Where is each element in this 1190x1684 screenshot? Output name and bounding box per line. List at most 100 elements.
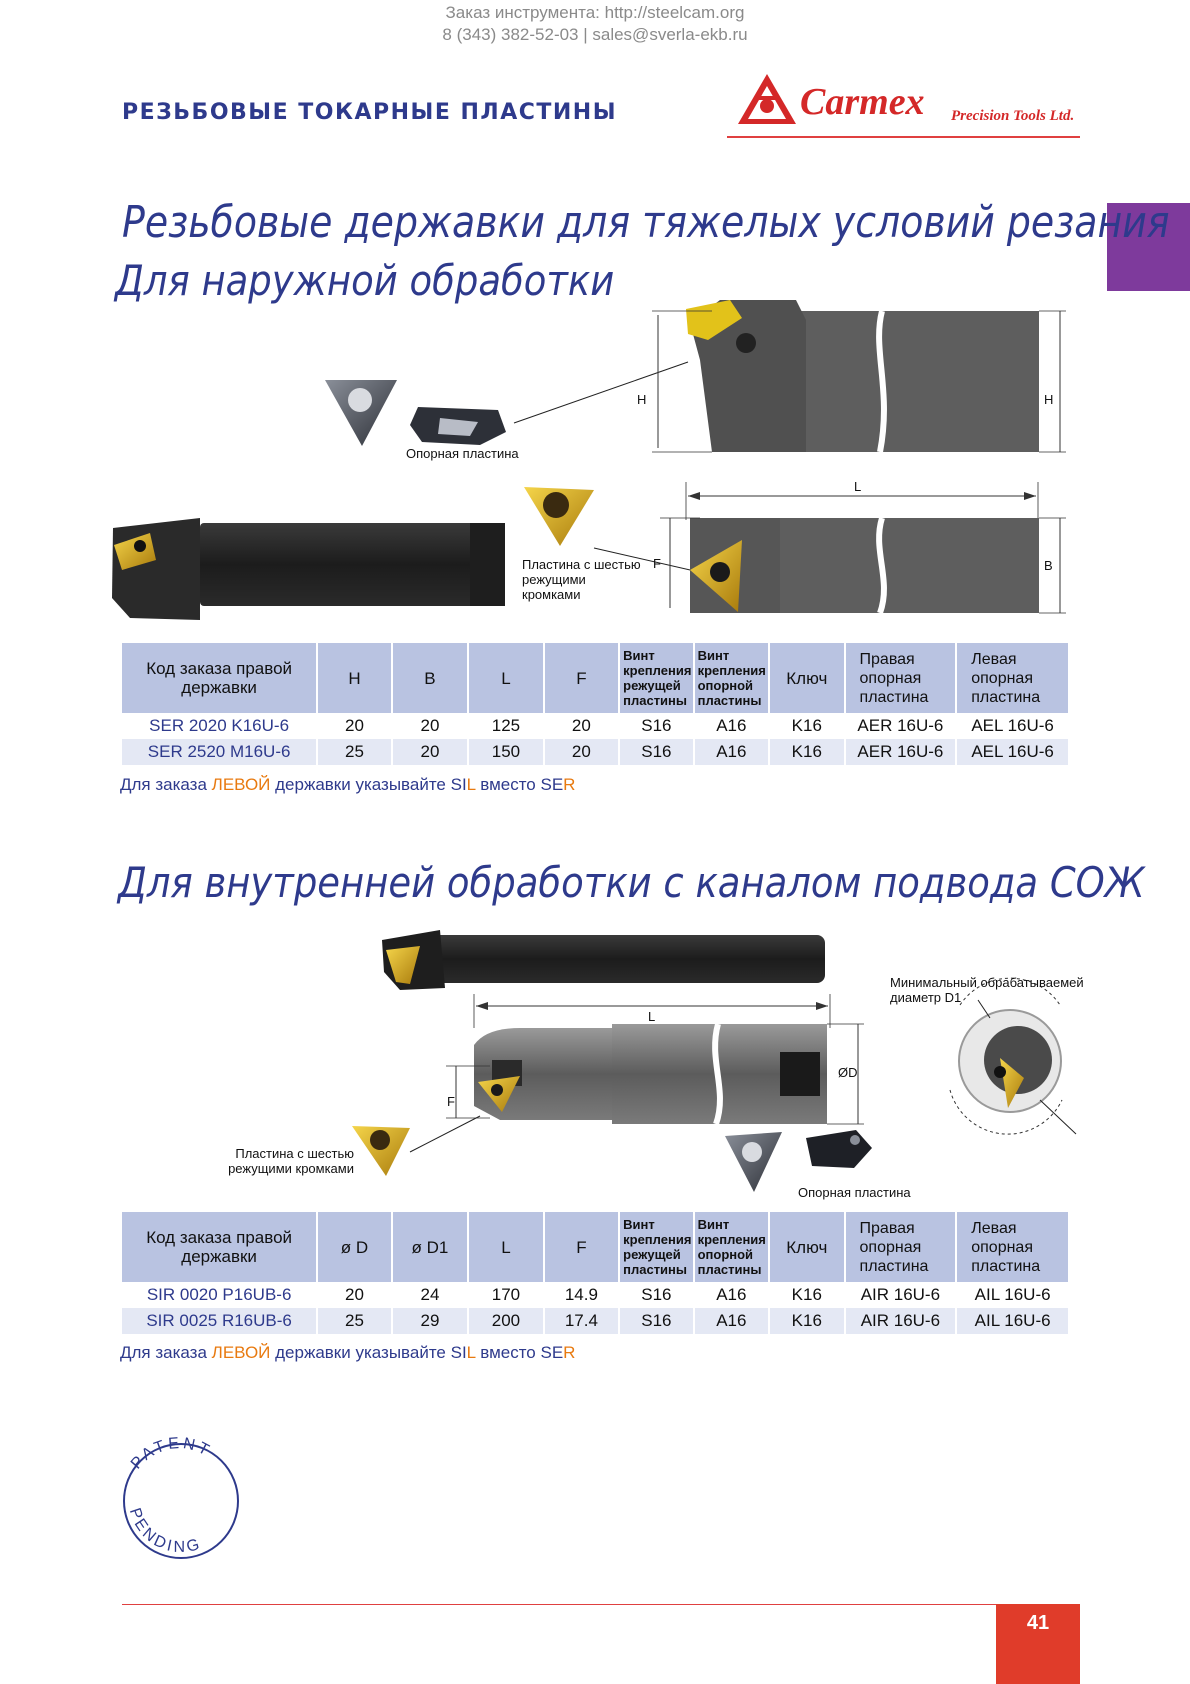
col-b: B [390, 643, 469, 713]
note-left-word: ЛЕВОЙ [211, 1343, 271, 1362]
contact-phone-email-line[interactable]: 8 (343) 382-52-03 | sales@sverla-ekb.ru [442, 25, 748, 44]
cell: AEL 16U-6 [955, 713, 1068, 739]
cell: 24 [390, 1282, 469, 1308]
col-insert-screw: Винт крепления режущей пластины [618, 1212, 694, 1282]
svg-text:PATENT: PATENT [128, 1435, 214, 1473]
svg-text:PENDING: PENDING [126, 1506, 204, 1556]
cell: 20 [316, 713, 392, 739]
support-plate-photo-internal [725, 1130, 872, 1192]
cell-order-code: SIR 0025 R16UB-6 [122, 1308, 318, 1334]
col-key: Ключ [768, 1212, 845, 1282]
cell: AER 16U-6 [843, 739, 957, 765]
internal-bar-drawing [446, 994, 864, 1125]
label-insert-six-internal: Пластина с шестью режущими кромками [228, 1146, 354, 1176]
insert-six-edges-photo-internal [352, 1126, 410, 1176]
col-insert-screw: Винт крепления режущей пластины [618, 643, 694, 713]
cell: 20 [542, 713, 620, 739]
note-letter-l: L [466, 1343, 476, 1362]
footer-rule [122, 1604, 996, 1605]
label-support-plate: Опорная пластина [406, 446, 519, 461]
cell: 20 [390, 739, 469, 765]
cell: 20 [542, 739, 620, 765]
cell: 170 [467, 1282, 544, 1308]
col-key: Ключ [768, 643, 845, 713]
label-support-plate-internal: Опорная пластина [798, 1185, 911, 1200]
col-d: ø D [316, 1212, 392, 1282]
cell: AIL 16U-6 [955, 1308, 1068, 1334]
cell-order-code: SER 2020 K16U-6 [122, 713, 318, 739]
label-min-diameter: Минимальный обрабатываемей диаметр D1 [890, 975, 1084, 1005]
note-part: Для заказа [120, 1343, 212, 1362]
col-f: F [542, 1212, 620, 1282]
cell-order-code: SIR 0020 P16UB-6 [122, 1282, 318, 1308]
note-part: вместо SE [475, 1343, 564, 1362]
external-section-title: Для наружной обработки [115, 256, 615, 305]
cell: 29 [390, 1308, 469, 1334]
col-h: H [316, 643, 392, 713]
min-diameter-detail [949, 977, 1077, 1135]
carmex-triangle-icon [738, 74, 796, 124]
dim-f: F [653, 556, 661, 571]
col-l: L [467, 1212, 544, 1282]
contact-order-line[interactable]: Заказ инструмента: http://steelcam.org [445, 3, 745, 22]
label-insert-six: Пластина с шестью режущими кромками [522, 557, 641, 602]
cell: 125 [467, 713, 544, 739]
dim-l: L [854, 479, 862, 494]
cell: A16 [692, 713, 770, 739]
cell: S16 [618, 713, 694, 739]
page-number-box [996, 1604, 1080, 1684]
cell: A16 [692, 1282, 770, 1308]
cell: 150 [467, 739, 544, 765]
col-right-support: Правая опорная пластина [843, 643, 957, 713]
section-label: РЕЗЬБОВЫЕ ТОКАРНЫЕ ПЛАСТИНЫ [122, 100, 617, 125]
cell: S16 [618, 739, 694, 765]
insert-six-edges-photo [524, 487, 594, 546]
note-part: державки указывайте SI [270, 775, 467, 794]
header-rule [727, 136, 1080, 138]
page-title: Резьбовые державки для тяжелых условий р… [122, 197, 1170, 248]
col-support-screw: Винт крепления опорной пластины [692, 643, 770, 713]
support-plate-photo-grey [325, 380, 506, 446]
cell: A16 [692, 739, 770, 765]
section-color-tab [1107, 203, 1190, 291]
cell: S16 [618, 1308, 694, 1334]
holder-drawing-side [652, 300, 1066, 453]
internal-section-title: Для внутренней обработки с каналом подво… [118, 858, 1145, 907]
cell: 25 [316, 1308, 392, 1334]
col-left-support: Левая опорная пластина [955, 1212, 1068, 1282]
internal-bar-photo [382, 930, 825, 990]
page-number: 41 [1026, 1612, 1050, 1634]
col-d1: ø D1 [390, 1212, 469, 1282]
note-letter-l: L [466, 775, 476, 794]
cell: AEL 16U-6 [955, 739, 1068, 765]
cell: 200 [467, 1308, 544, 1334]
cell: 20 [316, 1282, 392, 1308]
carmex-logo: Carmex Precision Tools Ltd. [734, 70, 1084, 130]
table-header-row: Код заказа правой державки H B L F Винт … [122, 643, 1068, 713]
left-holder-note: Для заказа ЛЕВОЙ державки указывайте SIL… [120, 775, 575, 795]
dim-h-right: H [1044, 392, 1054, 407]
cell: K16 [768, 739, 845, 765]
cell: AER 16U-6 [843, 713, 957, 739]
external-holders-table: Код заказа правой державки H B L F Винт … [122, 643, 1068, 765]
cell: K16 [768, 1308, 845, 1334]
holder-drawing-top [660, 482, 1066, 615]
cell: A16 [692, 1308, 770, 1334]
cell: 25 [316, 739, 392, 765]
cell: AIL 16U-6 [955, 1282, 1068, 1308]
table-header-row: Код заказа правой державки ø D ø D1 L F … [122, 1212, 1068, 1282]
dim-f-internal: F [447, 1094, 455, 1109]
col-order-code: Код заказа правой державки [122, 643, 318, 713]
note-left-word: ЛЕВОЙ [211, 775, 271, 794]
cell: 14.9 [542, 1282, 620, 1308]
stamp-top-text: PATENT [128, 1435, 211, 1473]
table-row: SER 2020 K16U-6 20 20 125 20 S16 A16 K16… [122, 713, 1068, 739]
note-letter-r: R [563, 1343, 576, 1362]
cell: K16 [768, 713, 845, 739]
cell: 17.4 [542, 1308, 620, 1334]
note-part: державки указывайте SI [270, 1343, 467, 1362]
dim-d-internal: ØD [838, 1065, 858, 1080]
note-part: вместо SE [475, 775, 564, 794]
contact-info: Заказ инструмента: http://steelcam.org 8… [0, 2, 1190, 46]
dim-l-internal: L [648, 1009, 656, 1024]
